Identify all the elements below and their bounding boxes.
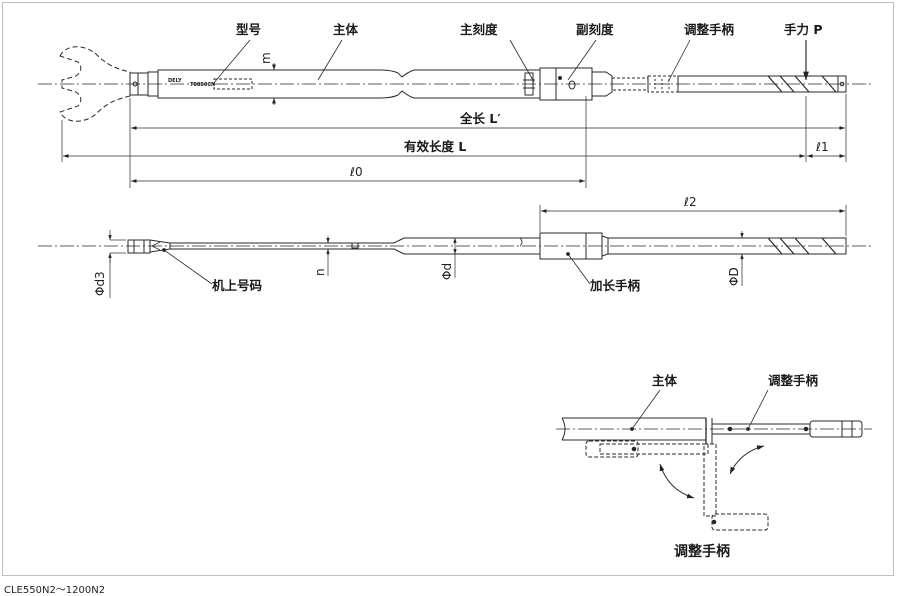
label-plate — [213, 78, 253, 90]
label-detail-caption: 调整手柄 — [674, 543, 730, 560]
dimension-lines — [62, 126, 845, 183]
label-l1: ℓ1 — [815, 140, 829, 154]
side-grip — [607, 237, 847, 255]
label-sub-scale: 副刻度 — [576, 22, 614, 37]
top-view: DELY T0850CN — [38, 46, 872, 122]
label-phi-D: ΦD — [727, 267, 741, 286]
extension-lines — [61, 94, 847, 188]
label-main-scale: 主刻度 — [460, 22, 498, 37]
svg-text:T0850CN: T0850CN — [190, 82, 215, 88]
detail-view — [556, 417, 872, 531]
label-body: 主体 — [333, 22, 359, 37]
label-phi-d3: Φd3 — [93, 271, 107, 296]
label-n: n — [313, 268, 327, 276]
label-detail-adjust-handle: 调整手柄 — [768, 373, 819, 388]
model-caption: CLE550N2～1200N2 — [4, 585, 106, 596]
label-effective-length: 有效长度 L — [404, 139, 466, 154]
label-hand-force: 手力 P — [784, 22, 823, 37]
label-serial-no: 机上号码 — [212, 278, 262, 293]
label-total-length: 全长 L′ — [459, 111, 501, 126]
label-extension-handle: 加长手柄 — [589, 278, 641, 293]
sub-scale-collar — [539, 67, 593, 101]
label-adjust-handle: 调整手柄 — [684, 22, 735, 37]
extension-handle-collar — [539, 232, 603, 260]
label-phi-d: Φd — [440, 263, 454, 280]
label-model: 型号 — [236, 22, 261, 37]
spanner-head — [59, 46, 131, 122]
svg-text:DELY: DELY — [168, 78, 182, 84]
label-l2: ℓ2 — [683, 195, 697, 209]
label-detail-body: 主体 — [652, 373, 678, 388]
top-leaders — [212, 39, 691, 85]
label-m: m — [259, 52, 273, 64]
side-view — [38, 232, 872, 260]
side-dims — [108, 205, 847, 298]
label-l0: ℓ0 — [349, 165, 363, 179]
grip — [677, 75, 847, 93]
labels: 型号 主体 主刻度 副刻度 调整手柄 手力 P 全长 L′ 有效长度 L ℓ1 … — [93, 22, 829, 560]
drawing-frame — [2, 2, 894, 576]
